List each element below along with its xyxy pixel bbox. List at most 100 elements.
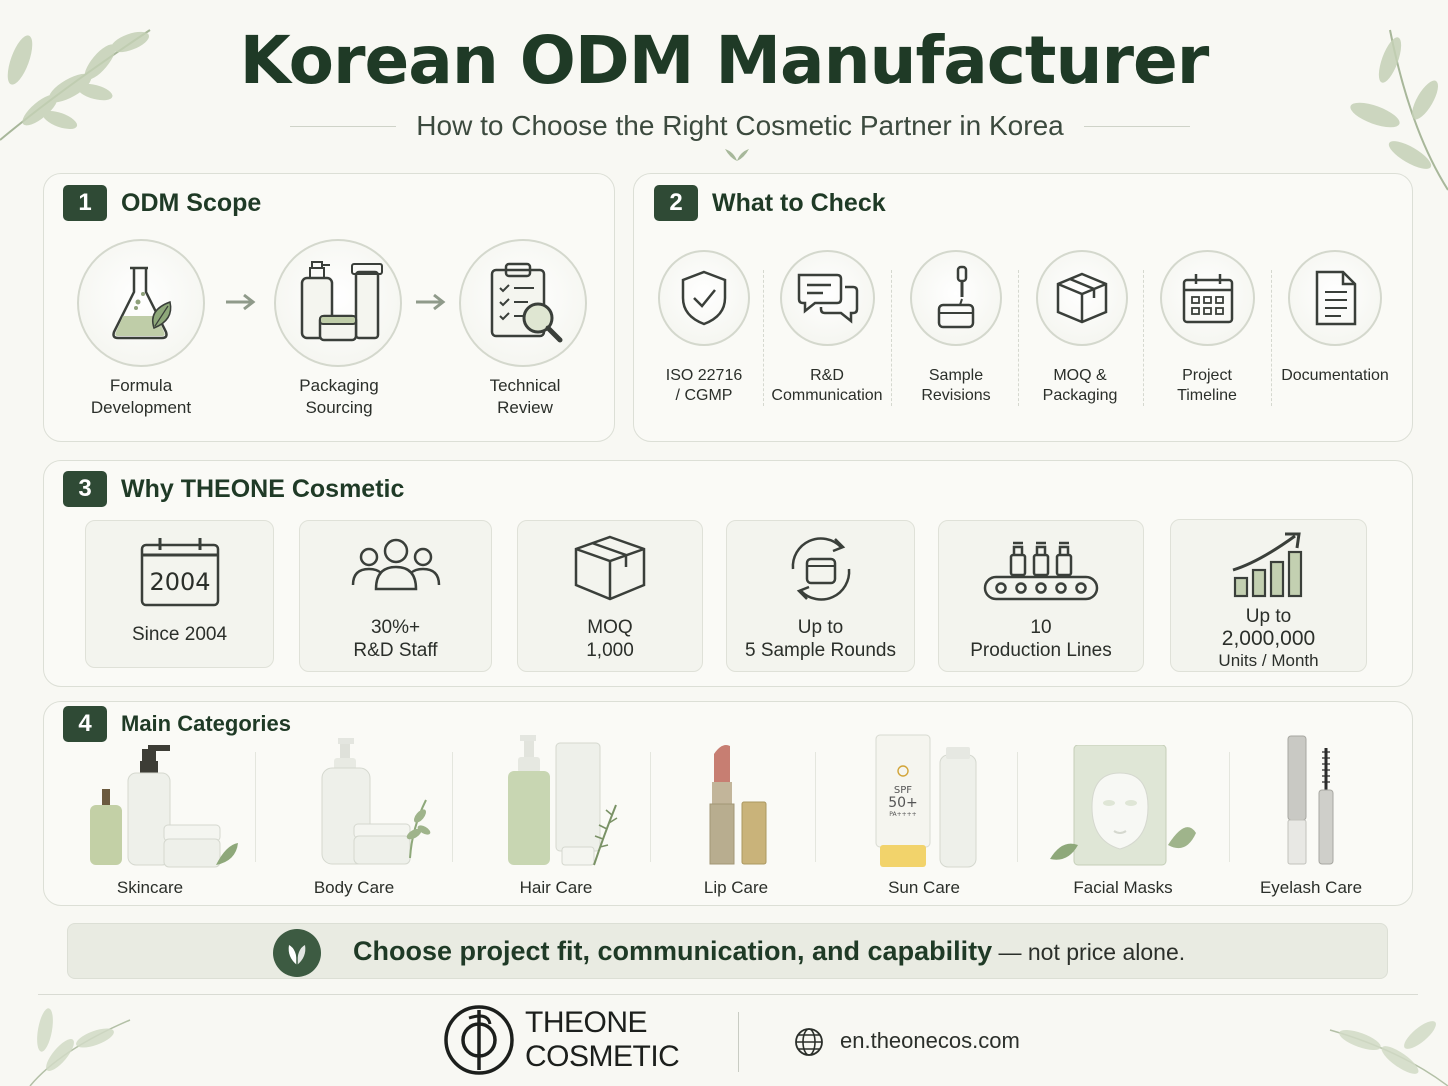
capacity-text-line: Up to	[1245, 606, 1292, 627]
check-label-moq: MOQ & Packaging	[1042, 367, 1118, 404]
why-label-moq: MOQ 1,000	[586, 617, 634, 661]
scope-label-formula: Formula Development	[90, 376, 192, 417]
check-divider	[1018, 270, 1019, 406]
dropper-jar-icon	[937, 265, 975, 329]
hair-care-products-image	[508, 735, 618, 866]
section-title: Main Categories	[121, 711, 291, 736]
banner-badge	[273, 929, 321, 977]
footer-divider	[38, 994, 1418, 995]
category-label-hair-care: Hair Care	[519, 878, 593, 897]
capacity-text-line: 2,000,000	[1221, 627, 1316, 650]
check-divider	[891, 270, 892, 406]
sprout-icon	[725, 149, 749, 161]
check-item-rd	[780, 250, 875, 346]
main-categories-heading: 4 Main Categories	[63, 706, 291, 742]
eyelash-care-products-image	[1287, 735, 1334, 865]
check-label-documentation: Documentation	[1281, 367, 1389, 384]
category-label-lip-care: Lip Care	[703, 878, 769, 897]
subtitle-row: How to Choose the Right Cosmetic Partner…	[290, 106, 1191, 146]
calendar-icon	[1182, 274, 1233, 324]
check-label-iso: ISO 22716 / CGMP	[665, 367, 743, 404]
why-card-production: 10 Production Lines	[938, 520, 1144, 672]
section-title: What to Check	[712, 188, 886, 217]
page-title: Korean ODM Manufacturer	[239, 22, 1210, 99]
box-icon	[574, 535, 646, 601]
check-label-sample: Sample Revisions	[921, 367, 991, 404]
website-link[interactable]: en.theonecos.com	[840, 1028, 1020, 1053]
odm-scope-heading: 1 ODM Scope	[63, 185, 261, 221]
banner-bold-text: Choose project fit, communication, and c…	[353, 936, 993, 966]
why-card-moq: MOQ 1,000	[517, 520, 703, 672]
flask-leaf-icon	[112, 266, 172, 340]
leaves-bottom-left-decoration	[29, 1008, 131, 1086]
category-divider	[815, 752, 816, 862]
check-item-iso	[658, 250, 750, 346]
box-icon	[1056, 272, 1108, 324]
chat-bubbles-icon	[797, 273, 858, 324]
check-divider	[763, 270, 764, 406]
leaves-top-left-decoration	[0, 29, 151, 141]
category-divider	[1229, 752, 1230, 862]
category-label-skincare: Skincare	[116, 878, 184, 897]
why-label-samples: Up to 5 Sample Rounds	[744, 617, 897, 661]
check-item-sample	[910, 250, 1002, 346]
lip-care-products-image	[709, 745, 767, 865]
category-label-facial-masks: Facial Masks	[1073, 878, 1173, 897]
people-icon	[351, 538, 440, 591]
conveyor-icon	[983, 541, 1099, 601]
category-divider	[650, 752, 651, 862]
document-icon	[1315, 270, 1357, 326]
category-divider	[1017, 752, 1018, 862]
section-number: 1	[63, 185, 107, 221]
facial-masks-products-image	[1050, 745, 1196, 866]
banner-rest-text: — not price alone.	[992, 939, 1186, 965]
growth-chart-icon	[1232, 532, 1302, 598]
section-number: 4	[63, 706, 107, 742]
cycle-jar-icon	[791, 537, 850, 601]
page-subtitle: How to Choose the Right Cosmetic Partner…	[416, 110, 1064, 141]
scope-item-packaging	[274, 239, 402, 367]
category-label-sun-care: Sun Care	[888, 878, 960, 897]
section-number: 3	[63, 471, 107, 507]
leaves-bottom-right-decoration	[1329, 1021, 1448, 1086]
globe-icon	[795, 1028, 823, 1056]
why-card-since: 2004 Since 2004	[85, 520, 274, 668]
body-care-products-image	[321, 738, 431, 865]
check-label-rd: R&D Communication	[771, 367, 883, 404]
category-label-eyelash-care: Eyelash Care	[1259, 878, 1363, 897]
why-theone-heading: 3 Why THEONE Cosmetic	[63, 471, 404, 507]
why-label-since: Since 2004	[131, 624, 228, 645]
scope-item-technical	[459, 239, 587, 367]
theone-logo	[444, 1005, 514, 1075]
check-item-timeline	[1160, 250, 1255, 346]
why-label-production: 10 Production Lines	[970, 617, 1112, 661]
footer-vertical-divider	[738, 1012, 739, 1072]
arrow-right-icon	[416, 293, 446, 311]
scope-item-formula	[77, 239, 205, 367]
leaf-icon	[288, 945, 306, 965]
clipboard-magnifier-icon	[490, 262, 563, 343]
section-title: Why THEONE Cosmetic	[121, 474, 405, 503]
why-label-rd-staff: 30%+ R&D Staff	[353, 617, 438, 661]
skincare-products-image	[90, 745, 238, 868]
scope-label-packaging: Packaging Sourcing	[299, 376, 379, 417]
banner-text: Choose project fit, communication, and c…	[353, 936, 1185, 967]
section-number: 2	[654, 185, 698, 221]
brand-line-1: THEONE	[525, 1006, 648, 1039]
category-divider	[255, 752, 256, 862]
what-to-check-heading: 2 What to Check	[654, 185, 886, 221]
bottles-icon	[300, 261, 383, 342]
section-title: ODM Scope	[121, 188, 262, 217]
check-label-timeline: Project Timeline	[1177, 367, 1237, 404]
brand-line-2: COSMETIC	[525, 1040, 680, 1073]
arrow-right-icon	[226, 293, 256, 311]
advice-banner: Choose project fit, communication, and c…	[67, 923, 1388, 979]
why-card-rd-staff: 30%+ R&D Staff	[299, 520, 492, 672]
scope-label-technical: Technical Review	[489, 376, 561, 417]
leaves-top-right-decoration	[1350, 29, 1448, 191]
check-divider	[1271, 270, 1272, 406]
